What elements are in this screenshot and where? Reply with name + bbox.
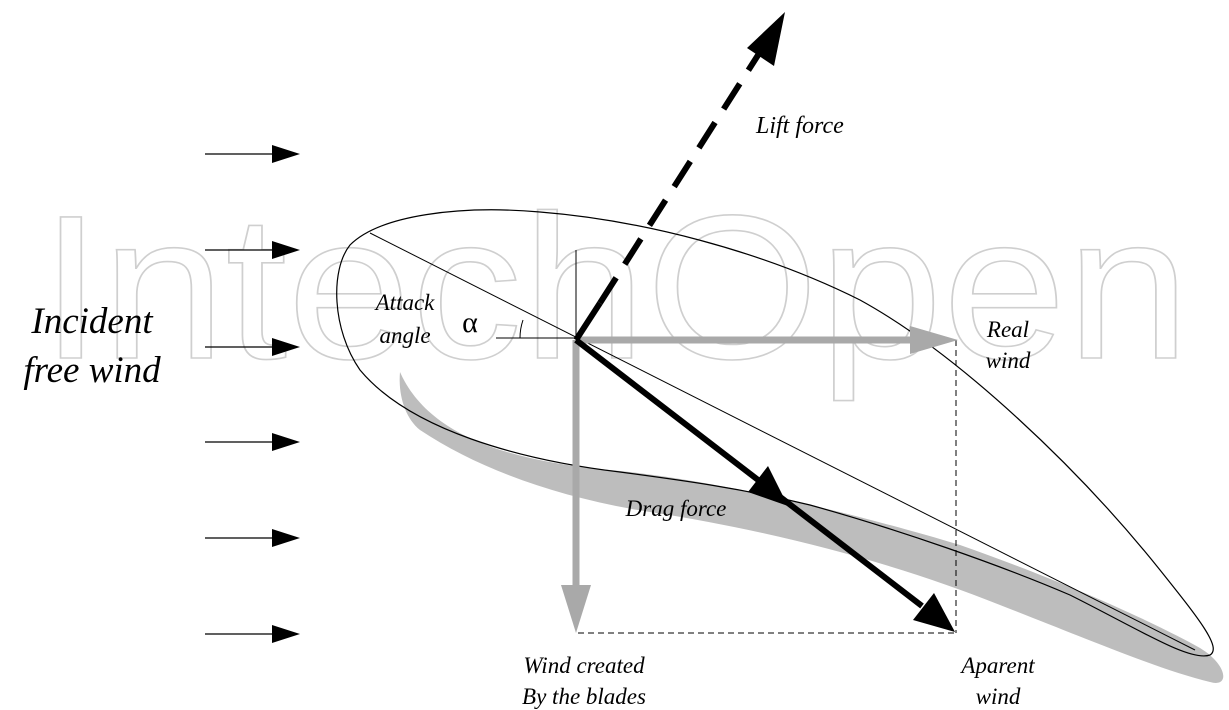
apparent-wind-vector-head xyxy=(913,593,955,632)
incident-wind-arrow xyxy=(205,625,300,643)
incident-wind-arrow xyxy=(205,241,300,259)
blade-wind-label-line2: By the blades xyxy=(522,684,646,709)
apparent-wind-vector-shaft xyxy=(574,337,924,609)
airfoil-outline xyxy=(336,209,1214,657)
apparent-wind-label-line2: wind xyxy=(976,684,1021,709)
real-wind-label-line1: Real xyxy=(986,317,1029,342)
lift-force-vector-dashed xyxy=(597,50,763,305)
apparent-wind-label-line1: Aparent xyxy=(959,653,1035,678)
drag-force-arrowhead xyxy=(748,466,788,506)
incident-wind-label-line1: Incident xyxy=(30,301,154,342)
incident-wind-arrow xyxy=(205,529,300,547)
airfoil-shadow xyxy=(399,372,1224,683)
drag-force-label: Drag force xyxy=(625,496,727,521)
alpha-symbol: α xyxy=(462,306,478,339)
attack-angle-label-line2: angle xyxy=(379,323,430,348)
blade-wind-vector-head xyxy=(561,585,591,633)
attack-angle-arc xyxy=(519,319,524,339)
attack-angle-label-line1: Attack xyxy=(374,290,436,315)
incident-wind-arrow xyxy=(205,433,300,451)
watermark-text: IntechOpen xyxy=(40,173,1190,402)
chord-line xyxy=(369,232,1196,651)
blade-wind-label-line1: Wind created xyxy=(523,653,645,678)
real-wind-label-line2: wind xyxy=(986,348,1031,373)
incident-wind-label-line2: free wind xyxy=(23,350,161,391)
lift-force-vector-head xyxy=(747,12,785,66)
lift-force-label: Lift force xyxy=(755,113,844,139)
real-wind-vector-head xyxy=(910,326,958,354)
incident-wind-arrow xyxy=(205,338,300,356)
lift-force-vector-shaft xyxy=(573,301,603,342)
incident-wind-arrow xyxy=(205,145,300,163)
incident-wind-arrows xyxy=(205,145,300,643)
